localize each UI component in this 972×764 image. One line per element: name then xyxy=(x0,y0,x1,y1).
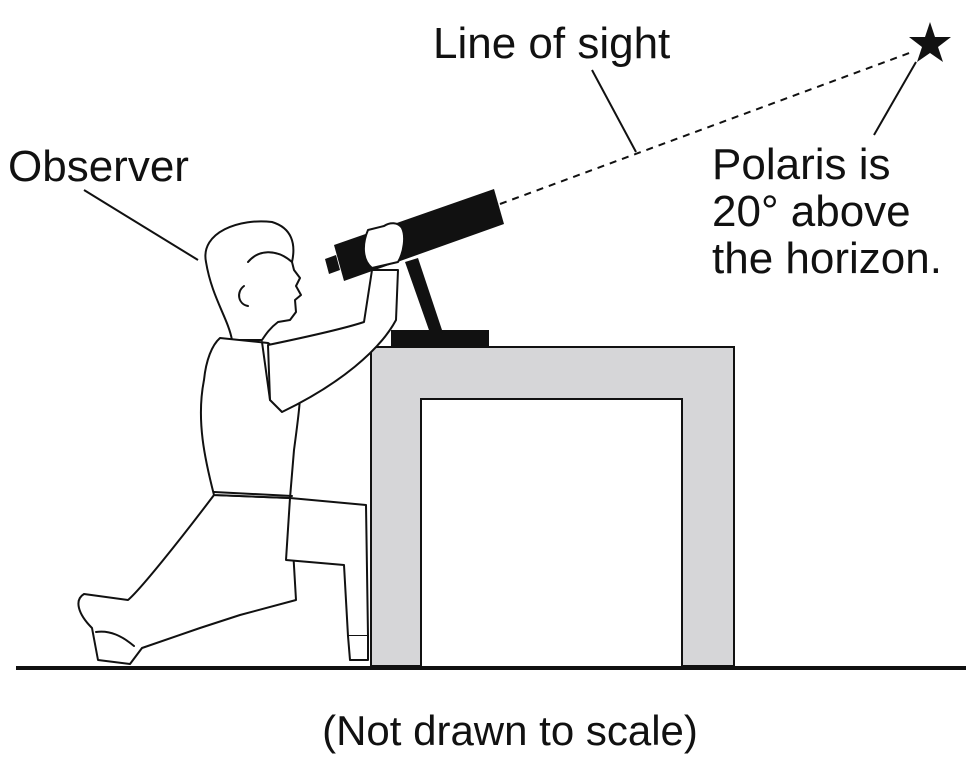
not-to-scale-caption: (Not drawn to scale) xyxy=(322,707,698,754)
polaris-label-line-2: 20° above xyxy=(712,187,911,236)
telescope-mount xyxy=(391,258,489,347)
line-of-sight-leader-line xyxy=(591,69,637,153)
table xyxy=(370,346,735,667)
observer-figure xyxy=(77,220,406,665)
observer-leader-line xyxy=(83,189,199,261)
polaris-star-icon xyxy=(909,22,951,62)
polaris-label-line-1: Polaris is xyxy=(712,140,891,189)
polaris-leader-line xyxy=(873,61,917,136)
polaris-label-line-3: the horizon. xyxy=(712,234,942,283)
observer-label: Observer xyxy=(8,142,189,191)
line-of-sight xyxy=(499,51,913,205)
line-of-sight-label: Line of sight xyxy=(433,19,670,68)
